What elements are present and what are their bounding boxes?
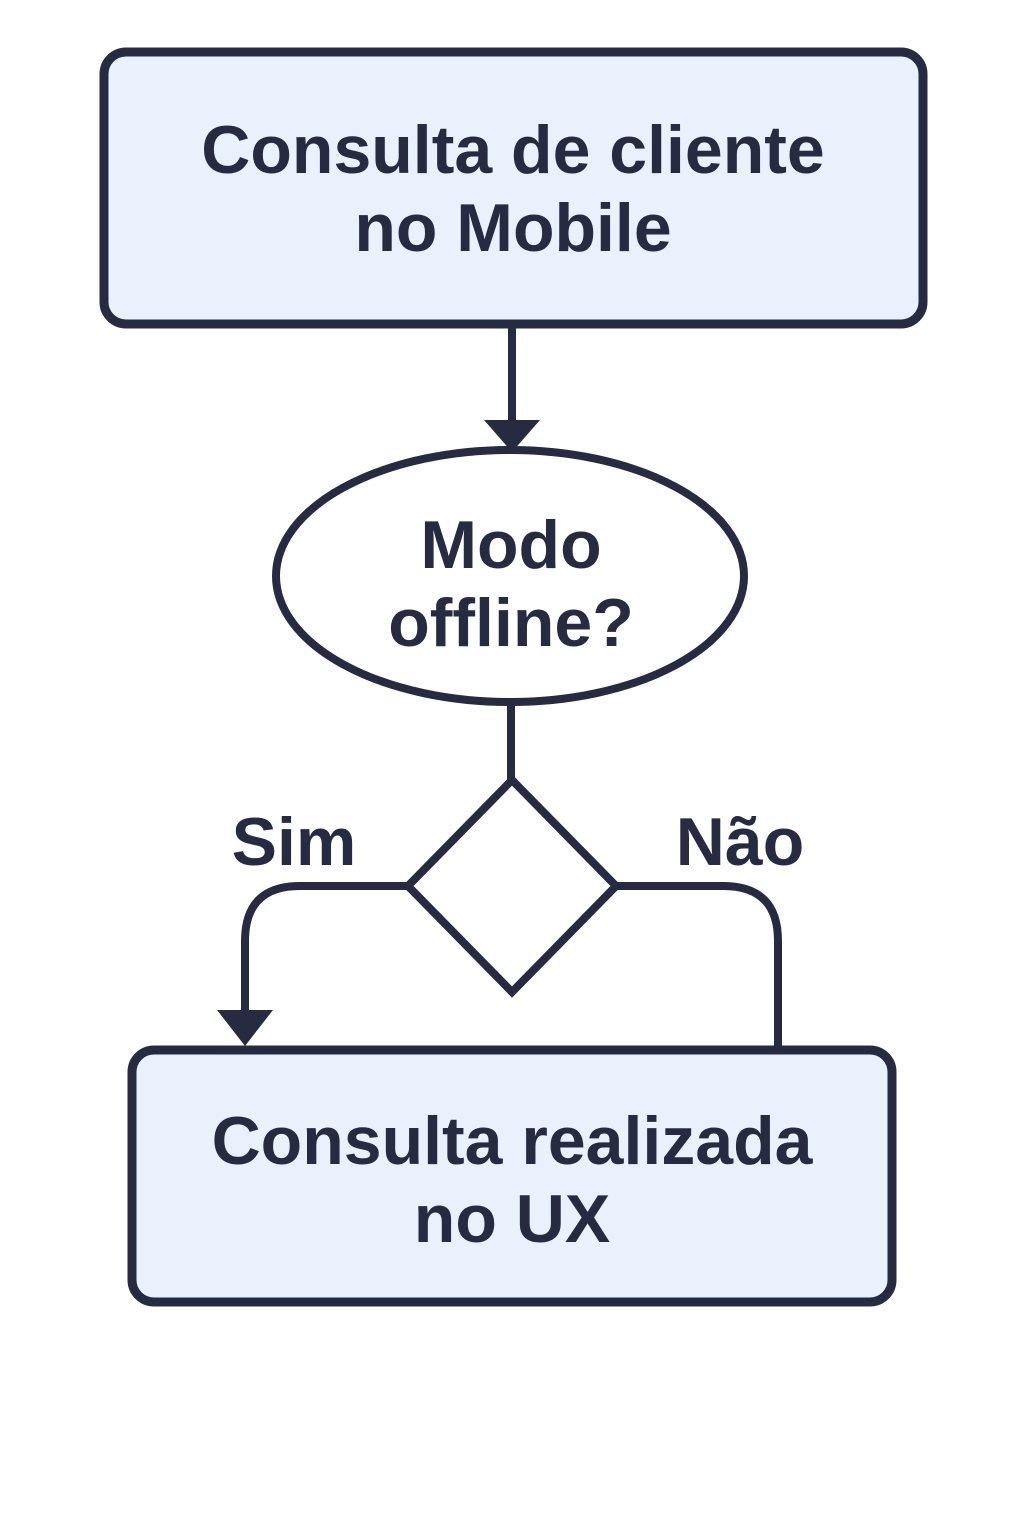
- edge-start-to-decision: [484, 324, 540, 452]
- decision-diamond: [402, 774, 622, 998]
- start-node-label-line1: Consulta de cliente: [201, 112, 824, 188]
- end-node-box: [127, 1045, 897, 1307]
- decision-ellipse-node: Modo offline?: [272, 446, 748, 706]
- end-node-label-line1: Consulta realizada: [212, 1103, 814, 1179]
- arrow-down-icon: [217, 1010, 273, 1046]
- arrow-down-icon: [484, 420, 540, 452]
- edge-no-path: [616, 882, 782, 1052]
- branch-label-yes: Sim: [232, 804, 357, 880]
- branch-label-no: Não: [676, 804, 804, 880]
- edge-yes-to-end: [217, 882, 408, 1046]
- decision-label-line2: offline?: [388, 585, 634, 661]
- decision-label-line1: Modo: [420, 507, 601, 583]
- edge-yes-path: [241, 882, 408, 1014]
- start-node-label-line2: no Mobile: [354, 190, 671, 266]
- end-node-label-line2: no UX: [414, 1181, 610, 1257]
- end-node: Consulta realizada no UX: [127, 1045, 897, 1307]
- start-node: Consulta de cliente no Mobile: [99, 47, 928, 329]
- start-node-box: [99, 47, 928, 329]
